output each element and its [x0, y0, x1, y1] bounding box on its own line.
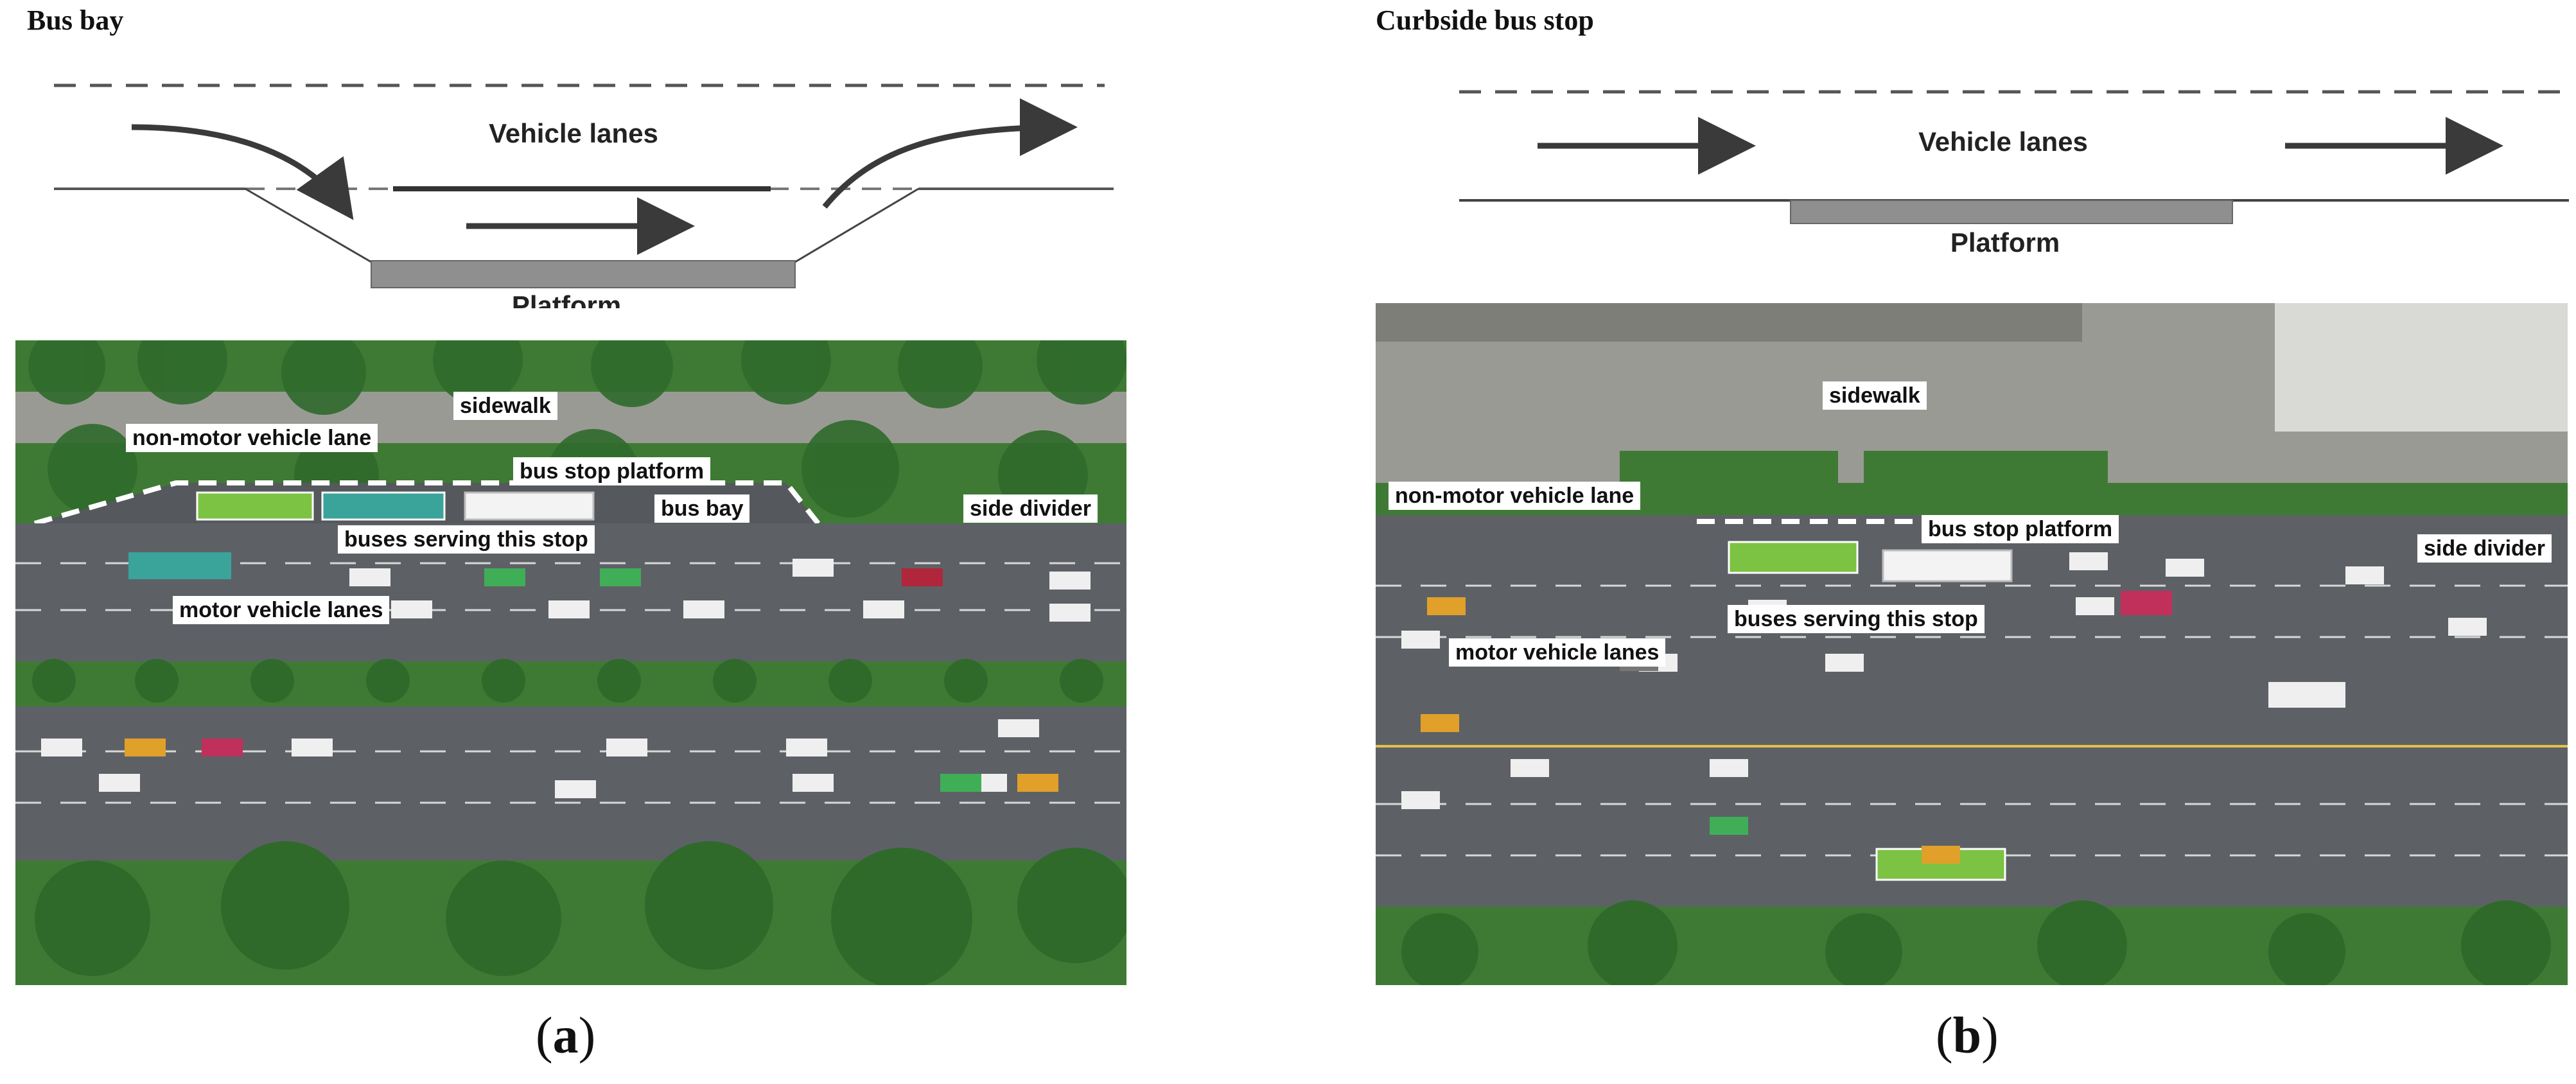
panel-a-aerial-photo: sidewalk non-motor vehicle lane bus stop… — [15, 340, 1126, 985]
label-non-motor-lane-b: non-motor vehicle lane — [1389, 482, 1641, 510]
panel-a-title: Bus bay — [27, 4, 124, 36]
panel-b-aerial-photo: sidewalk non-motor vehicle lane bus stop… — [1376, 303, 2568, 985]
bus-white-b — [1882, 549, 2013, 582]
vehicle-lanes-label-b: Vehicle lanes — [1918, 127, 2088, 157]
vehicle-lanes-label-a: Vehicle lanes — [489, 118, 658, 148]
panel-b-schematic: Vehicle lanes Platform — [1459, 90, 2569, 258]
label-side-divider-b: side divider — [2417, 534, 2552, 563]
platform-rect-b — [1790, 200, 2233, 224]
bus-green-lower-b — [1875, 848, 2006, 881]
bus-bay-outline — [33, 480, 821, 526]
bus-teal-lane — [128, 552, 231, 579]
label-buses-serving-b: buses serving this stop — [1728, 605, 1985, 633]
panel-b-title: Curbside bus stop — [1376, 4, 1594, 36]
label-sidewalk-b: sidewalk — [1823, 381, 1927, 410]
label-buses-serving-a: buses serving this stop — [338, 525, 595, 554]
bus-green-b — [1728, 541, 1859, 574]
label-motor-lanes-b: motor vehicle lanes — [1449, 638, 1666, 667]
label-side-divider-a: side divider — [963, 494, 1098, 523]
caption-b: (b) — [1936, 1008, 1999, 1064]
platform-label-b: Platform — [1950, 227, 2060, 258]
label-bus-stop-platform-b: bus stop platform — [1922, 515, 2119, 543]
caption-a: (a) — [536, 1008, 596, 1064]
panel-a-schematic: Vehicle lanes Platform — [54, 83, 1114, 308]
label-bus-bay-a: bus bay — [654, 494, 750, 523]
label-motor-lanes-a: motor vehicle lanes — [173, 596, 390, 624]
exit-arrow — [822, 98, 1078, 209]
bus-teal — [321, 491, 446, 521]
entry-arrow — [131, 124, 354, 220]
label-non-motor-lane-a: non-motor vehicle lane — [126, 424, 378, 452]
platform-rect — [371, 260, 796, 288]
label-bus-stop-platform-a: bus stop platform — [513, 457, 711, 485]
bus-green — [196, 491, 314, 521]
bus-white — [464, 491, 595, 521]
platform-label-a: Platform — [512, 290, 621, 308]
label-sidewalk-a: sidewalk — [453, 392, 557, 420]
